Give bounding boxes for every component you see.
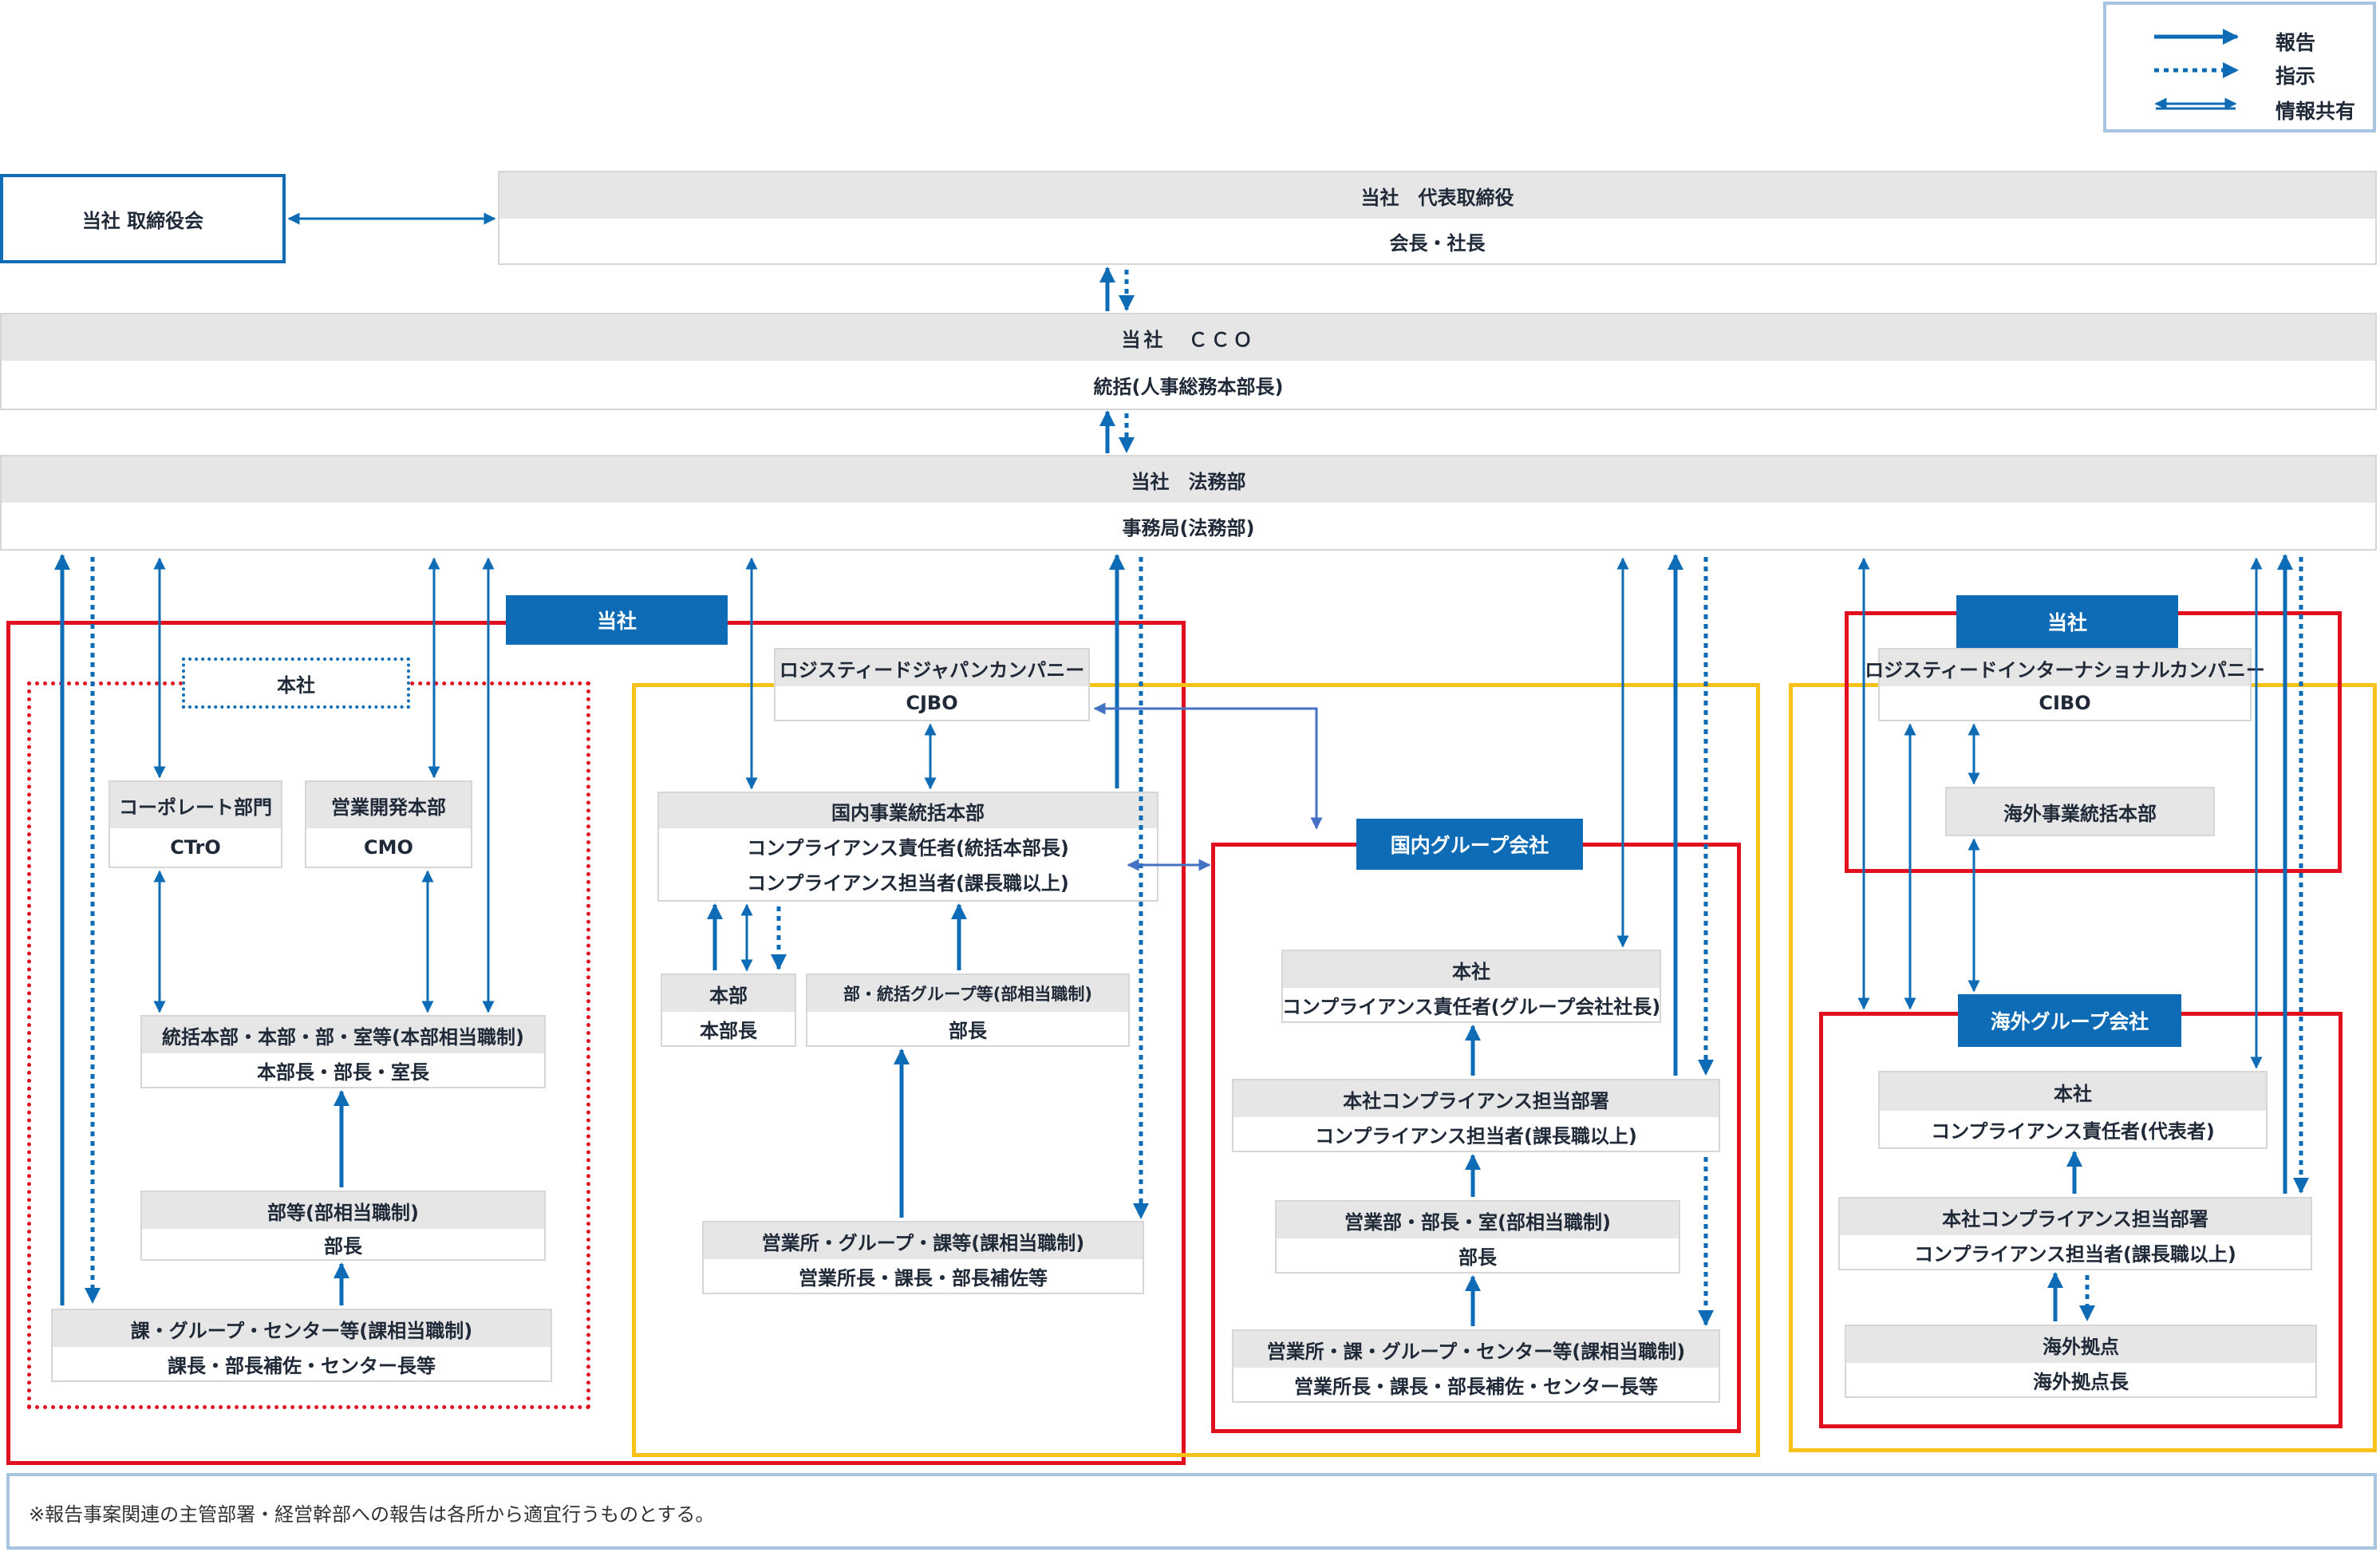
corporate-title: コーポレート部門: [110, 782, 281, 828]
cjbo-dept-box: 部・統括グループ等(部相当職制) 部長: [806, 973, 1130, 1047]
corporate-sub: CTrO: [170, 836, 221, 859]
ceo-sub: 会長・社長: [1389, 231, 1486, 255]
dg-sales-title: 営業部・部長・室(部相当職制): [1277, 1202, 1679, 1238]
domestic-hq-title: 国内事業統括本部: [659, 793, 1157, 828]
left-section-title: 課・グループ・センター等(課相当職制): [53, 1310, 551, 1347]
legend-report-label: 報告: [2275, 31, 2316, 54]
cjbo-dept-sub: 部長: [949, 1019, 987, 1042]
cjbo-office-box: 営業所・グループ・課等(課相当職制) 営業所長・課長・部長補佐等: [702, 1221, 1144, 1294]
left-hq-box: 統括本部・本部・部・室等(本部相当職制) 本部長・部長・室長: [140, 1015, 546, 1088]
board-label: 当社 取締役会: [81, 209, 204, 232]
cjbo-frame-yellow: [632, 683, 1760, 1457]
left-section-box: 課・グループ・センター等(課相当職制) 課長・部長補佐・センター長等: [51, 1309, 552, 1382]
left-company-tab: 当社: [506, 595, 728, 645]
cjbo-honbu-title: 本部: [662, 975, 795, 1012]
cibo-company-tab: 当社: [1956, 595, 2178, 648]
og-comp-dept-box: 本社コンプライアンス担当部署 コンプライアンス担当者(課長職以上): [1838, 1197, 2312, 1270]
og-base-title: 海外拠点: [1846, 1326, 2315, 1363]
cco-sub: 統括(人事総務本部長): [1093, 375, 1284, 398]
board-box: 当社 取締役会: [0, 174, 286, 263]
ceo-box: 当社 代表取締役 会長・社長: [498, 171, 2377, 265]
legal-sub: 事務局(法務部): [1122, 516, 1255, 539]
cjbo-office-title: 営業所・グループ・課等(課相当職制): [704, 1222, 1143, 1259]
cibo-box: ロジスティードインターナショナルカンパニー CIBO: [1865, 648, 2265, 721]
dg-hq-sub: コンプライアンス責任者(グループ会社社長): [1281, 995, 1661, 1018]
og-hq-box: 本社 コンプライアンス責任者(代表者): [1878, 1071, 2268, 1149]
domestic-hq-line3: コンプライアンス担当者(課長職以上): [747, 871, 1069, 894]
cjbo-honbu-box: 本部 本部長: [661, 973, 796, 1047]
cjbo-honbu-sub: 本部長: [700, 1019, 757, 1042]
cjbo-dg-share-arrow: [1093, 702, 1323, 830]
cibo-sub: CIBO: [2039, 692, 2091, 714]
overseas-group-tab: 海外グループ会社: [1958, 994, 2181, 1047]
left-dept-sub: 部長: [324, 1234, 362, 1258]
sales-dev-box: 営業開発本部 CMO: [305, 780, 472, 868]
legend-instruct-label: 指示: [2275, 65, 2316, 88]
domestic-hq-box: 国内事業統括本部 コンプライアンス責任者(統括本部長) コンプライアンス担当者(…: [657, 792, 1158, 902]
legend-share-label: 情報共有: [2275, 100, 2356, 123]
og-comp-dept-sub: コンプライアンス担当者(課長職以上): [1914, 1242, 2236, 1266]
cco-title: 当社 ＣＣＯ: [2, 314, 2375, 361]
corporate-box: コーポレート部門 CTrO: [109, 780, 282, 868]
legal-box: 当社 法務部 事務局(法務部): [0, 455, 2377, 551]
cjbo-sub: CJBO: [906, 692, 958, 714]
ceo-title: 当社 代表取締役: [499, 172, 2375, 219]
sales-dev-sub: CMO: [364, 836, 413, 859]
og-comp-dept-title: 本社コンプライアンス担当部署: [1840, 1199, 2311, 1235]
honsha-label: 本社: [182, 658, 410, 709]
legal-title: 当社 法務部: [2, 456, 2375, 503]
domestic-hq-line2: コンプライアンス責任者(統括本部長): [747, 836, 1069, 859]
cjbo-office-sub: 営業所長・課長・部長補佐等: [799, 1266, 1048, 1289]
dg-comp-dept-box: 本社コンプライアンス担当部署 コンプライアンス担当者(課長職以上): [1232, 1079, 1720, 1152]
og-base-sub: 海外拠点長: [2033, 1370, 2129, 1393]
og-hq-title: 本社: [1880, 1072, 2266, 1111]
dg-comp-dept-sub: コンプライアンス担当者(課長職以上): [1315, 1124, 1637, 1147]
left-hq-sub: 本部長・部長・室長: [257, 1060, 429, 1084]
legend: 報告 指示 情報共有: [2103, 2, 2376, 132]
footnote-text: ※報告事案関連の主管部署・経営幹部への報告は各所から適宜行うものとする。: [29, 1503, 715, 1526]
left-section-sub: 課長・部長補佐・センター長等: [168, 1354, 436, 1377]
footnote-box: ※報告事案関連の主管部署・経営幹部への報告は各所から適宜行うものとする。: [6, 1473, 2377, 1550]
og-base-box: 海外拠点 海外拠点長: [1845, 1325, 2317, 1398]
og-hq-sub: コンプライアンス責任者(代表者): [1931, 1120, 2215, 1143]
sales-dev-title: 営業開発本部: [306, 782, 471, 828]
dg-sales-sub: 部長: [1458, 1246, 1497, 1269]
dg-hq-box: 本社 コンプライアンス責任者(グループ会社社長): [1281, 950, 1661, 1023]
overseas-hq-box: 海外事業統括本部: [1945, 787, 2215, 836]
domestic-group-tab: 国内グループ会社: [1356, 819, 1583, 870]
cjbo-box: ロジスティードジャパンカンパニー CJBO: [774, 648, 1090, 721]
dg-sales-box: 営業部・部長・室(部相当職制) 部長: [1275, 1200, 1680, 1274]
dg-comp-dept-title: 本社コンプライアンス担当部署: [1233, 1080, 1719, 1117]
left-hq-title: 統括本部・本部・部・室等(本部相当職制): [142, 1017, 544, 1053]
cjbo-title: ロジスティードジャパンカンパニー: [776, 650, 1088, 686]
honsha-text: 本社: [277, 673, 315, 697]
cco-box: 当社 ＣＣＯ 統括(人事総務本部長): [0, 313, 2377, 410]
dg-hq-title: 本社: [1283, 951, 1660, 988]
dg-office-box: 営業所・課・グループ・センター等(課相当職制) 営業所長・課長・部長補佐・センタ…: [1232, 1329, 1720, 1403]
dg-office-sub: 営業所長・課長・部長補佐・センター長等: [1294, 1375, 1658, 1398]
cibo-title: ロジスティードインターナショナルカンパニー: [1865, 650, 2265, 686]
left-dept-title: 部等(部相当職制): [142, 1192, 544, 1229]
dg-office-title: 営業所・課・グループ・センター等(課相当職制): [1233, 1331, 1719, 1368]
cjbo-dept-title: 部・統括グループ等(部相当職制): [807, 975, 1128, 1012]
left-dept-box: 部等(部相当職制) 部長: [140, 1191, 546, 1261]
